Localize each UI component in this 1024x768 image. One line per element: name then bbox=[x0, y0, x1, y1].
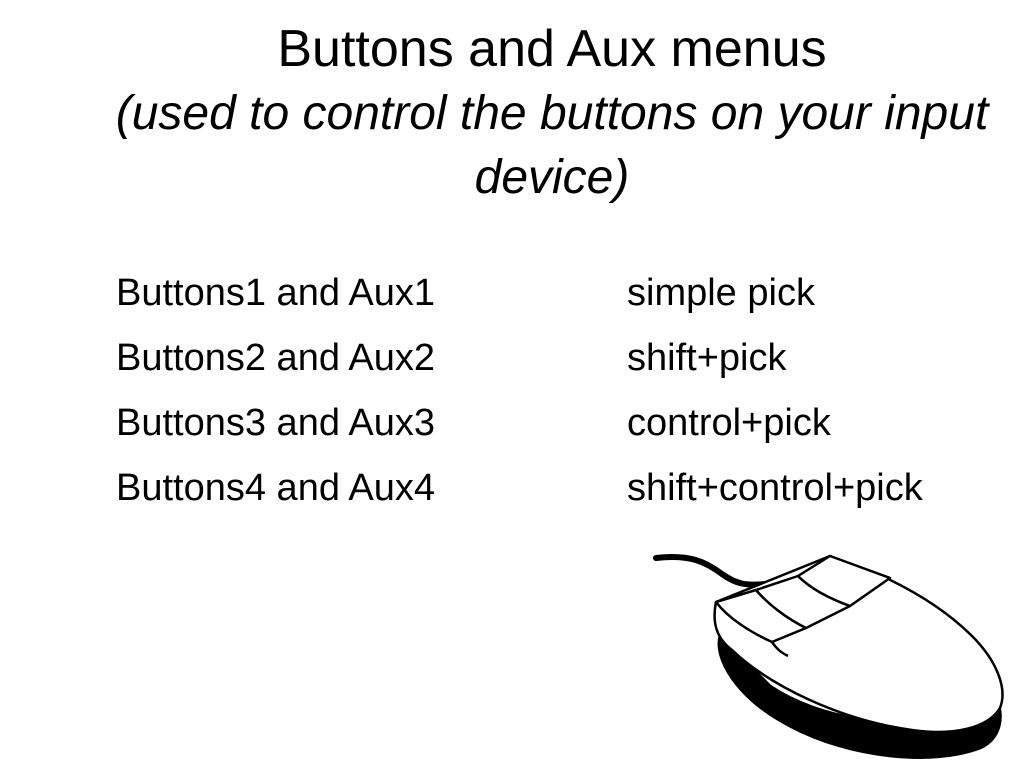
mouse-cable bbox=[653, 554, 769, 588]
mapping-action-label: simple pick bbox=[627, 272, 815, 314]
mapping-row: Buttons1 and Aux1 simple pick bbox=[116, 264, 996, 329]
mapping-button-label: Buttons1 and Aux1 bbox=[116, 272, 436, 314]
mapping-button-label: Buttons3 and Aux3 bbox=[116, 402, 436, 444]
mapping-button-label: Buttons2 and Aux2 bbox=[116, 337, 436, 379]
computer-mouse-icon bbox=[653, 554, 1004, 759]
mouse-right-button bbox=[796, 554, 892, 608]
mouse-split-line bbox=[770, 641, 789, 658]
mapping-action-label: shift+pick bbox=[627, 337, 787, 379]
mapping-action-label: control+pick bbox=[627, 402, 831, 444]
title-block: Buttons and Aux menus (used to control t… bbox=[60, 16, 1024, 210]
mapping-action-label: shift+control+pick bbox=[627, 467, 923, 509]
mapping-button-label: Buttons4 and Aux4 bbox=[116, 467, 436, 509]
button-mapping-list: Buttons1 and Aux1 simple pick Buttons2 a… bbox=[116, 264, 996, 524]
mapping-row: Buttons2 and Aux2 shift+pick bbox=[116, 329, 996, 394]
mapping-row: Buttons4 and Aux4 shift+control+pick bbox=[116, 459, 996, 524]
slide-title: Buttons and Aux menus bbox=[277, 20, 827, 78]
slide-subtitle: (used to control the buttons on your inp… bbox=[115, 87, 989, 204]
mapping-row: Buttons3 and Aux3 control+pick bbox=[116, 394, 996, 459]
